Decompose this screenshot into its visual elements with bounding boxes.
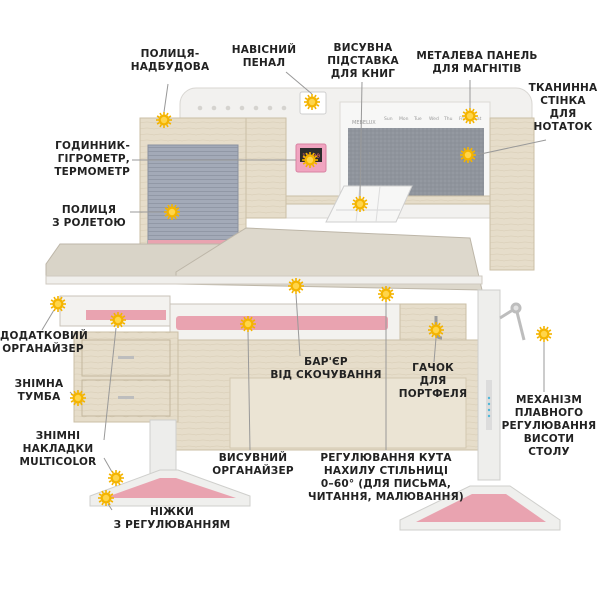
marker-barrier <box>288 278 304 294</box>
leader-line-barrier <box>295 293 301 357</box>
board-day-3: Wed <box>429 116 439 122</box>
board-brand: MEBELUX <box>352 120 376 126</box>
right-leg <box>399 289 561 531</box>
leader-line-hook <box>433 337 437 363</box>
leader-line-covers2 <box>103 457 113 473</box>
leader-line-shelf_top <box>163 83 169 113</box>
board-day-4: Thu <box>443 116 453 122</box>
book-stand <box>325 185 413 223</box>
marker-pencil_case <box>304 94 320 110</box>
marker-book_stand <box>352 196 368 212</box>
board-day-0: Sun <box>384 116 393 122</box>
organizer-pink-strip <box>176 316 388 330</box>
marker-feet <box>98 490 114 506</box>
leader-line-extra_organizer <box>41 309 55 331</box>
marker-mechanism <box>536 326 552 342</box>
leader-line-pull_organizer <box>247 331 251 451</box>
marker-tilt <box>378 286 394 302</box>
leader-line-fabric_wall <box>475 139 547 156</box>
marker-hook <box>428 322 444 338</box>
height-crank <box>499 302 526 341</box>
right-foot-cover <box>416 494 546 522</box>
leader-line-feet <box>107 503 113 511</box>
board-days: Sun Mon Tue Wed Thu Fri Sat <box>384 116 482 122</box>
right-cabinet <box>489 117 535 271</box>
shutter-panel <box>147 144 239 250</box>
leader-line-book_stand <box>359 81 363 197</box>
leader-line-covers <box>103 327 117 441</box>
left-leg <box>89 419 251 507</box>
label-clock: ГОДИННИК-ГІГРОМЕТР,ТЕРМОМЕТР <box>54 140 130 178</box>
marker-shutter_shelf <box>164 204 180 220</box>
board-day-2: Tue <box>413 116 422 122</box>
marker-covers <box>110 312 126 328</box>
marker-clock <box>302 152 318 168</box>
label-shelf-top: ПОЛИЦЯ-НАДБУДОВА <box>130 48 210 73</box>
leader-line-pencil_case <box>285 71 313 95</box>
board-day-6: Sat <box>474 116 482 122</box>
marker-extra_organizer <box>50 296 66 312</box>
middle-cabinet <box>245 117 287 219</box>
marker-shelf_top <box>156 112 172 128</box>
marker-covers2 <box>108 470 124 486</box>
marker-fabric_wall <box>460 147 476 163</box>
desk <box>45 227 561 531</box>
marker-pull_organizer <box>240 316 256 332</box>
marker-magnet_panel <box>462 108 478 124</box>
feature-markers <box>50 94 552 506</box>
left-foot-cover <box>104 478 236 498</box>
removable-pedestal <box>73 331 179 423</box>
leader-lines <box>41 71 547 511</box>
marker-pedestal <box>70 390 86 406</box>
desk-front-edge <box>45 275 483 285</box>
board-day-5: Fri <box>459 116 464 122</box>
board-day-1: Mon <box>399 116 409 122</box>
